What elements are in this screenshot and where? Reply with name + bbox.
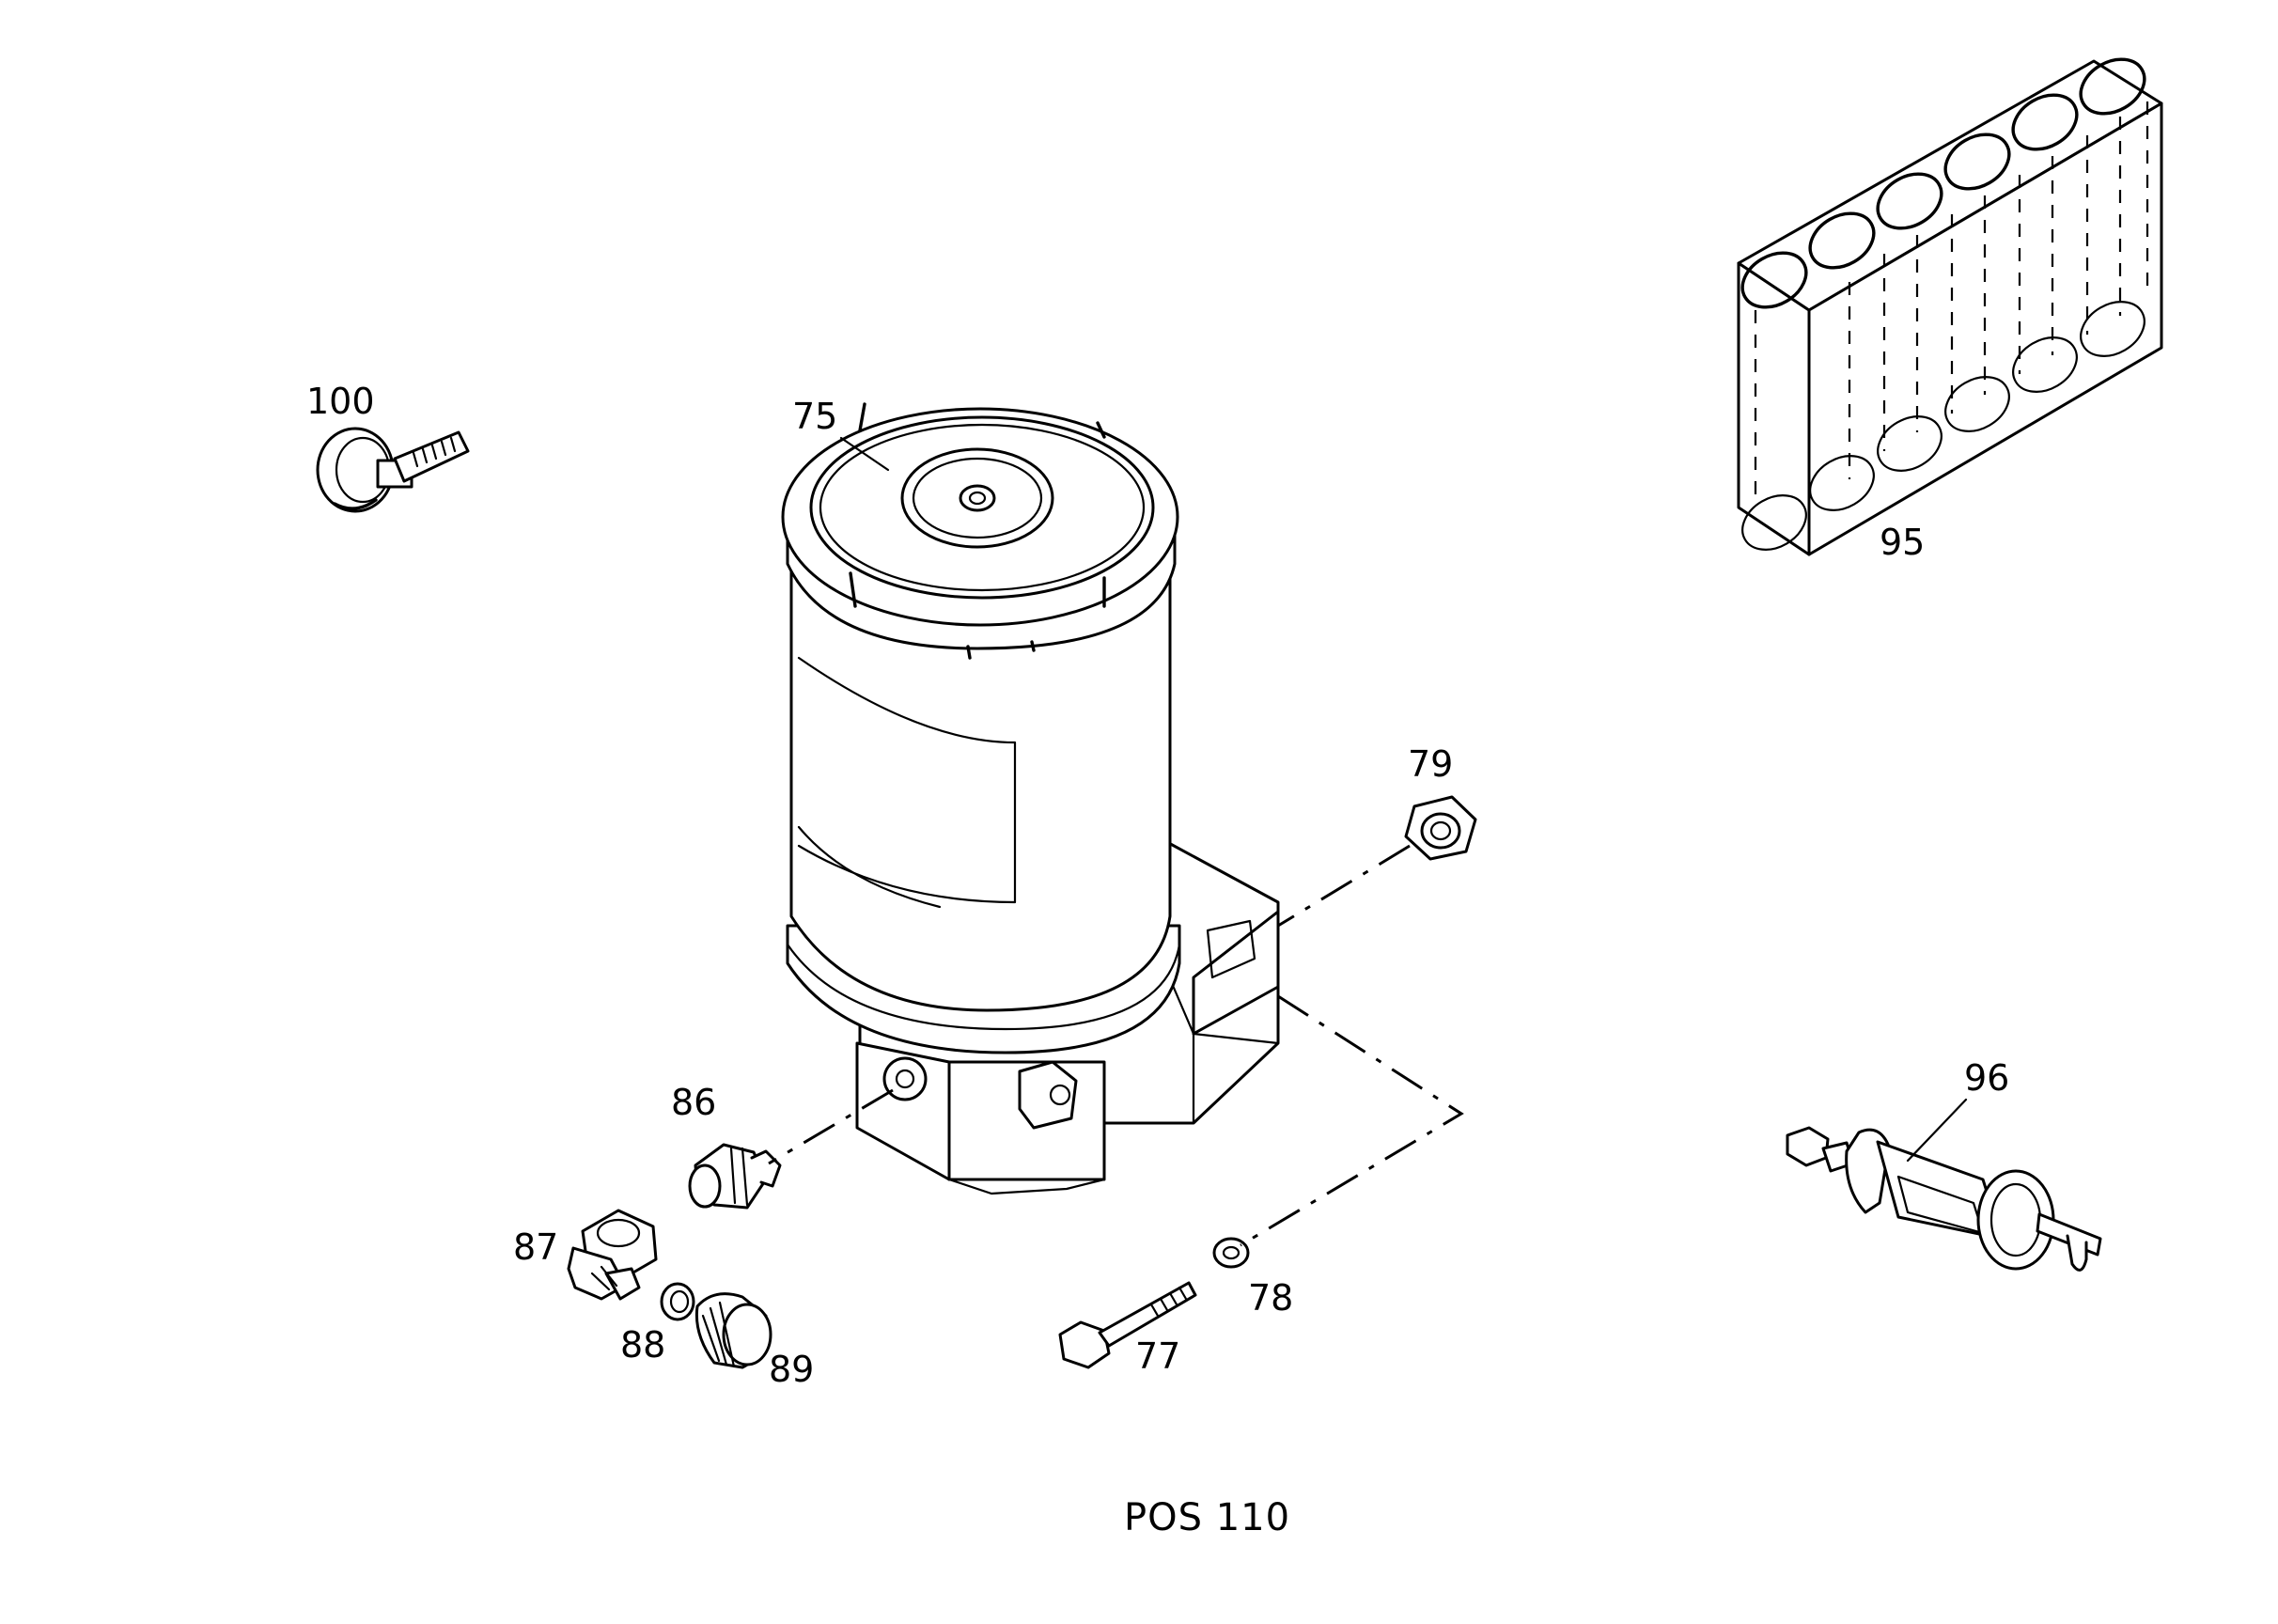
- part-78-washer: [1212, 1237, 1250, 1269]
- callout-95: 95: [1880, 522, 1925, 563]
- part-89-cap: [694, 1292, 772, 1369]
- part-95-cartridge-box: [1737, 57, 2163, 556]
- callout-75: 75: [792, 396, 837, 437]
- part-86-fitting: [688, 1143, 782, 1210]
- part-88-oring: [660, 1282, 695, 1321]
- callout-100: 100: [306, 381, 375, 422]
- part-75-pump-unit: [781, 402, 1280, 1195]
- callout-87: 87: [513, 1226, 558, 1268]
- part-77-bolt: [1058, 1281, 1197, 1369]
- callout-96: 96: [1964, 1057, 2009, 1099]
- assembly-line-86: [768, 1088, 894, 1165]
- cartridge-hidden-edges: [1754, 102, 2149, 498]
- leader-line-75: [839, 436, 890, 472]
- part-96-grease-gun: [1786, 1098, 2102, 1272]
- assembly-line-79: [1277, 844, 1411, 928]
- part-79-nut: [1404, 795, 1477, 861]
- callout-labels: 100 75 95 79 86 96 87 88 89 78 77: [306, 381, 2009, 1390]
- callout-79: 79: [1408, 743, 1453, 785]
- assembly-line-77-78: [1240, 994, 1464, 1247]
- callout-89: 89: [769, 1349, 814, 1390]
- callout-78: 78: [1248, 1277, 1293, 1319]
- part-100-cable-tie: [316, 427, 470, 513]
- callout-86: 86: [671, 1082, 716, 1123]
- part-87-elbow: [567, 1209, 658, 1301]
- callout-77: 77: [1135, 1335, 1180, 1377]
- leader-line-96: [1906, 1098, 1968, 1163]
- cartridge-tops: [1740, 57, 2146, 309]
- figure-caption: POS 110: [1124, 1496, 1290, 1539]
- callout-88: 88: [620, 1324, 665, 1366]
- assembly-lines: [768, 844, 1464, 1247]
- cartridge-bottoms: [1741, 301, 2145, 551]
